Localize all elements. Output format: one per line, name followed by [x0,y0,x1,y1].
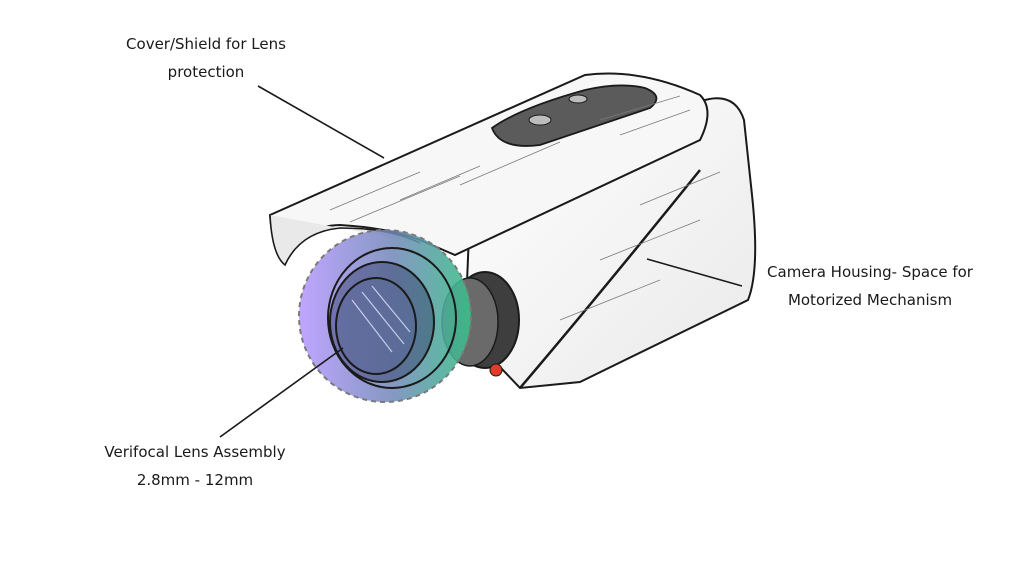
label-camera-housing: Camera Housing- Space for Motorized Mech… [740,258,1000,314]
leader-lens [219,347,344,438]
label-cover-line2: protection [167,63,245,81]
housing-side-panel [519,169,701,389]
lens-glass [335,277,417,375]
label-lens-line2: 2.8mm - 12mm [136,471,254,489]
label-lens-assembly: Verifocal Lens Assembly 2.8mm - 12mm [70,438,320,494]
camera-housing-body [463,97,757,390]
lens-outer-ring [327,247,457,389]
label-cover-line1: Cover/Shield for Lens [126,35,286,53]
label-lens-line1: Verifocal Lens Assembly [104,443,286,461]
cover-hatching [329,95,721,321]
leader-housing [646,258,743,287]
status-led [489,363,503,377]
top-screw-1 [568,94,588,104]
leader-cover [257,85,385,159]
lens-reflections [351,285,411,353]
annotation-lines [219,85,743,438]
top-panel [490,84,658,147]
label-housing-line2: Motorized Mechanism [787,291,953,309]
label-housing-line1: Camera Housing- Space for [767,263,973,281]
top-screw-2 [528,114,552,126]
label-cover-shield: Cover/Shield for Lens protection [96,30,316,86]
